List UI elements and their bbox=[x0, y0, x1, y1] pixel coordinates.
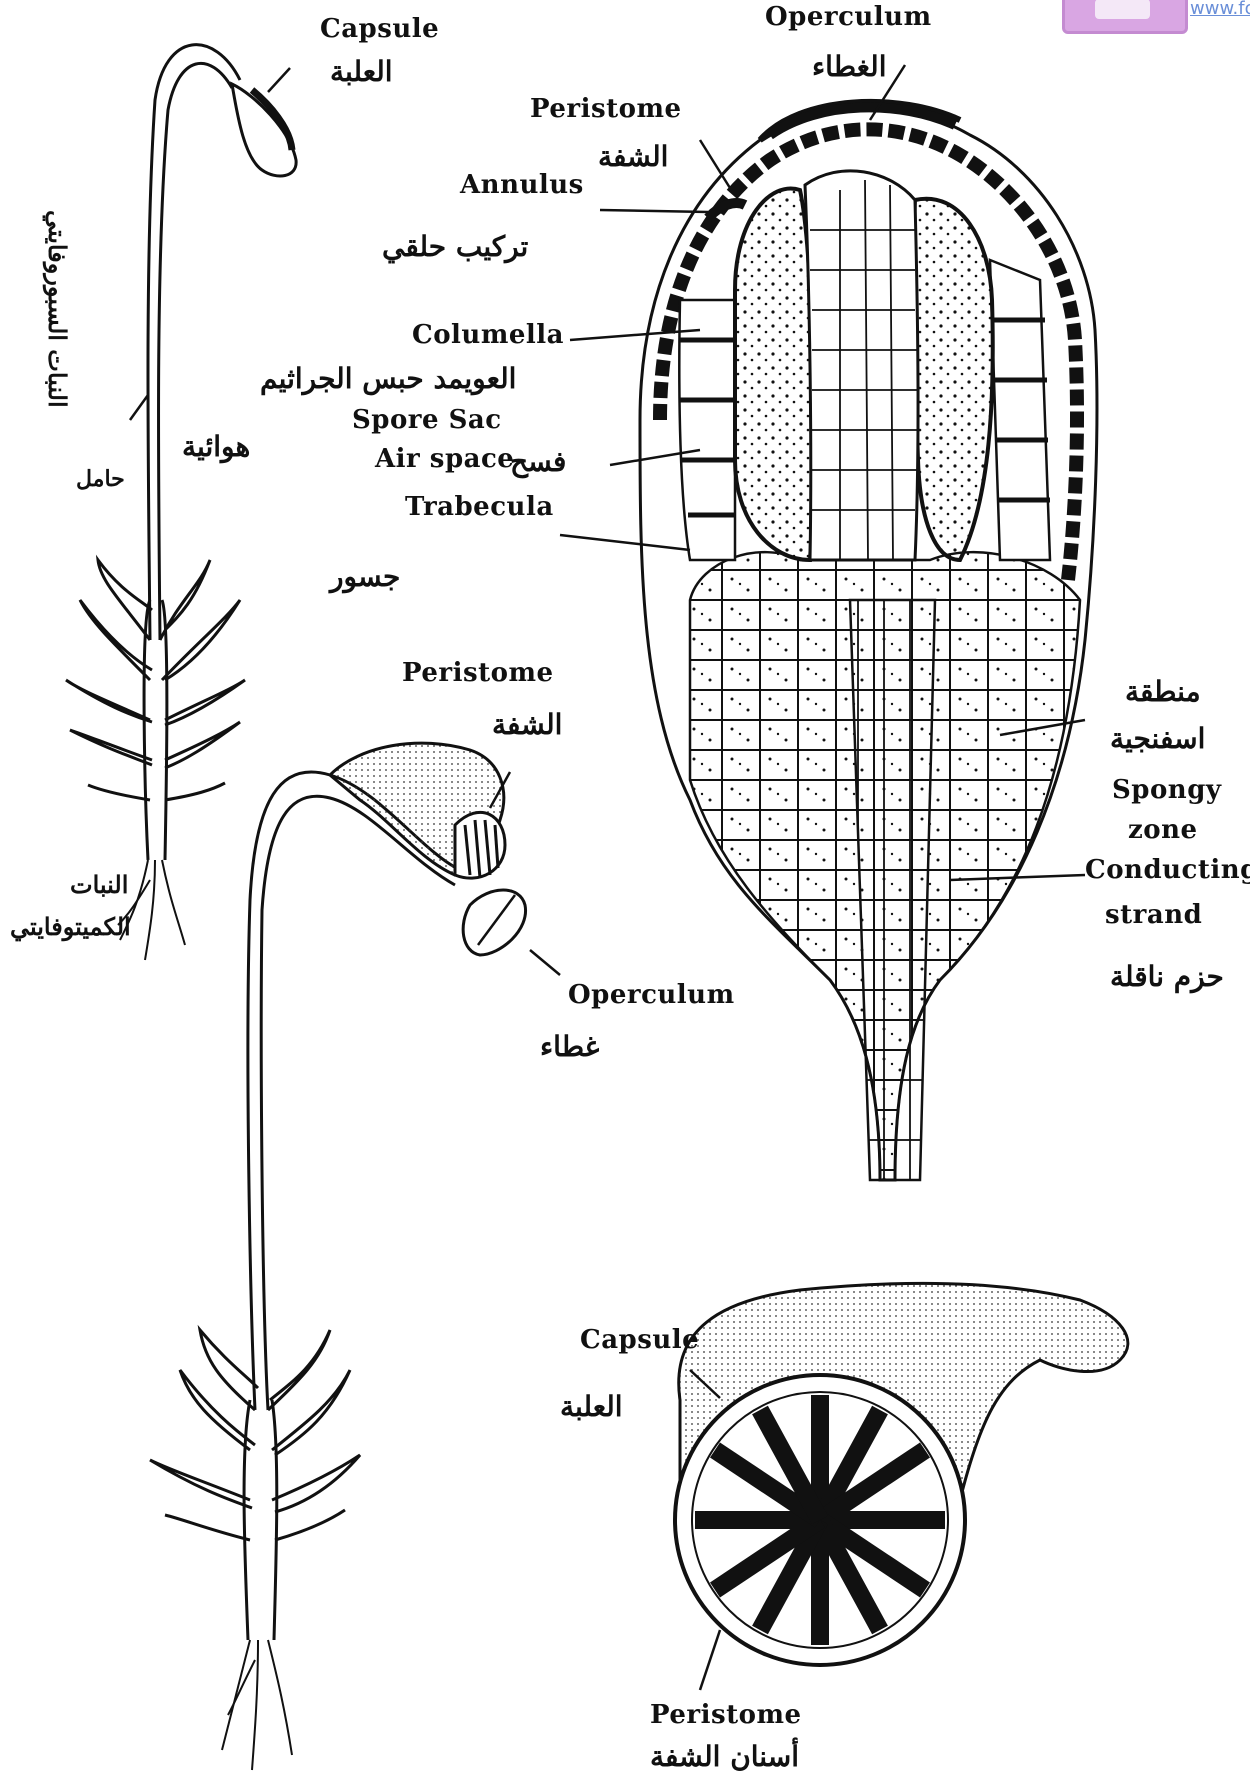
label-operculum-top-en: Operculum bbox=[765, 2, 932, 32]
label-operculum-mid-ar: غطاء bbox=[540, 1030, 599, 1063]
label-columella-ar: العويمد حبس الجراثيم bbox=[260, 362, 516, 395]
leader-capsule-top bbox=[268, 68, 290, 92]
label-capsule-top-en: Capsule bbox=[320, 14, 439, 44]
label-seta-ar: حامل bbox=[76, 466, 125, 492]
label-annulus-ar: تركيب حلقي bbox=[382, 230, 528, 263]
leader-seta bbox=[130, 395, 148, 420]
label-spongy-ar-1: منطقة bbox=[1125, 675, 1201, 708]
label-trabecula-en: Trabecula bbox=[405, 492, 554, 522]
watermark-logo bbox=[1062, 0, 1188, 34]
label-gametophyte-ar-1: النبات bbox=[70, 870, 128, 899]
label-peristome-top-ar: الشفة bbox=[598, 140, 668, 173]
label-operculum-top-ar: الغطاء bbox=[812, 50, 886, 83]
label-annulus-en: Annulus bbox=[460, 170, 584, 200]
label-columella-en: Columella bbox=[412, 320, 564, 350]
label-operculum-mid-en: Operculum bbox=[568, 980, 735, 1010]
label-capsule-top-ar: العلبة bbox=[330, 55, 393, 88]
label-sporophyte-vertical-ar: النبات السبوروفايتي bbox=[43, 210, 72, 408]
leader-operculum-middle bbox=[530, 950, 560, 975]
label-air-space-ar: فسح bbox=[510, 445, 566, 478]
capsule-bottom-right bbox=[675, 1283, 1128, 1690]
label-spongy-en-2: zone bbox=[1128, 815, 1198, 845]
label-gametophyte-ar-2: الكميتوفايتي bbox=[10, 912, 131, 941]
rhizoids-middle bbox=[222, 1640, 292, 1770]
conducting-strand bbox=[850, 600, 935, 1180]
label-peristome-mid-ar: الشفة bbox=[492, 708, 562, 741]
capsule-section bbox=[560, 65, 1097, 1180]
label-spore-sac-en: Spore Sac bbox=[352, 405, 502, 435]
leaves-left bbox=[66, 560, 245, 860]
label-spongy-en-1: Spongy bbox=[1112, 775, 1222, 805]
label-trabecula-ar: جسور bbox=[330, 560, 400, 593]
moss-plant-middle bbox=[150, 743, 560, 1770]
label-peristome-mid-en: Peristome bbox=[402, 658, 554, 688]
watermark-url[interactable]: www.fo bbox=[1190, 0, 1250, 19]
label-conducting-en-1: Conducting bbox=[1085, 855, 1250, 885]
label-peristome-bottom-ar: أسنان الشفة bbox=[650, 1740, 799, 1773]
label-peristome-top-en: Peristome bbox=[530, 94, 682, 124]
label-spongy-ar-2: اسفنجية bbox=[1110, 722, 1205, 755]
spore-sac-left bbox=[735, 188, 813, 560]
label-conducting-en-2: strand bbox=[1105, 900, 1202, 930]
label-peristome-bottom-en: Peristome bbox=[650, 1700, 802, 1730]
label-aerial-ar: هوائية bbox=[182, 430, 250, 463]
seta-left bbox=[148, 45, 240, 640]
label-capsule-bottom-en: Capsule bbox=[580, 1325, 699, 1355]
label-capsule-bottom-ar: العلبة bbox=[560, 1390, 623, 1423]
leader-peristome-bottom bbox=[700, 1630, 720, 1690]
label-air-space-en: Air space bbox=[375, 444, 514, 474]
air-space-right bbox=[990, 260, 1050, 560]
label-conducting-ar: حزم ناقلة bbox=[1110, 960, 1224, 993]
